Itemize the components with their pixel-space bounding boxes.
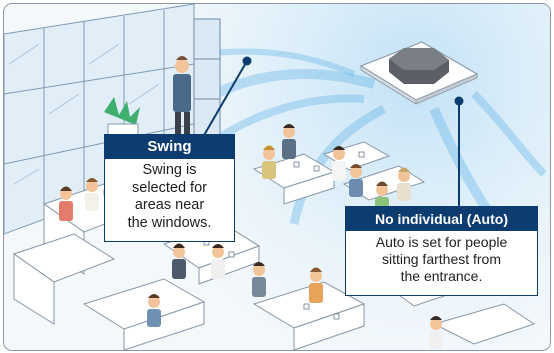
swing-callout-title: Swing <box>105 135 234 159</box>
pointer-auto <box>454 96 464 209</box>
auto-callout-title: No individual (Auto) <box>346 207 537 231</box>
swing-text-line: Swing is <box>142 162 197 178</box>
auto-callout-text: Auto is set for people sitting farthest … <box>346 231 537 285</box>
auto-callout: No individual (Auto) Auto is set for peo… <box>345 206 538 296</box>
auto-text-line: the entrance. <box>400 268 483 284</box>
auto-text-line: sitting farthest from <box>381 251 502 267</box>
ceiling-unit <box>359 41 479 105</box>
pointer-dot-icon <box>242 56 252 66</box>
illustration-frame <box>3 3 551 351</box>
swing-text-line: selected for <box>132 179 207 196</box>
standing-person <box>173 56 191 142</box>
auto-text-line: Auto is set for people <box>375 234 508 250</box>
swing-callout: Swing Swing is selected for areas near t… <box>104 134 235 242</box>
swing-text-line: areas near <box>134 197 205 213</box>
pointer-dot-icon <box>454 96 464 106</box>
pointer-swing <box>202 56 252 138</box>
swing-callout-text: Swing is selected for areas near the win… <box>105 159 234 232</box>
office-scene-illustration <box>4 4 550 350</box>
swing-text-line: the windows. <box>127 214 212 231</box>
entrance-door <box>193 18 221 138</box>
